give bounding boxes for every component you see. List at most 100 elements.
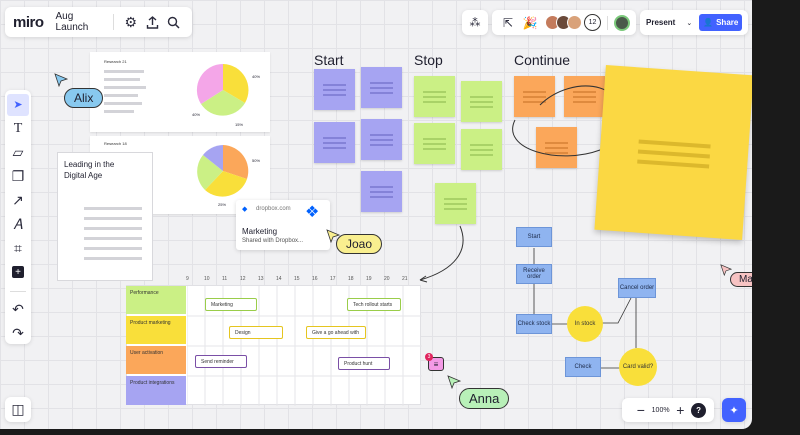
zoom-panel: − 100% + ? (622, 398, 714, 422)
comment-count-badge: 3 (425, 353, 433, 361)
research-card-title: Research 18 (104, 141, 127, 146)
timeline-grid (187, 286, 422, 406)
connector-tool-icon[interactable]: ↗ (12, 192, 24, 209)
text-line (104, 94, 138, 97)
research-card-title: Research 21 (104, 59, 127, 64)
research-card[interactable]: Research 21 40% 40% 15% (90, 52, 270, 132)
pie-label: 40% (192, 112, 201, 117)
sidebar-toggle[interactable]: ◫ (5, 397, 31, 422)
start-heading: Start (314, 52, 344, 68)
timeline-task[interactable]: Send reminder (195, 355, 247, 368)
present-button[interactable]: Present (646, 18, 676, 27)
sticky-note[interactable] (314, 122, 355, 163)
flowchart-in-stock[interactable]: In stock (567, 306, 603, 342)
shapes-tool-icon[interactable]: ❐ (11, 168, 25, 185)
text-line (84, 237, 142, 240)
undo-icon[interactable]: ↶ (12, 300, 24, 317)
column-header: 20 (384, 276, 390, 282)
sticky-note[interactable] (461, 81, 502, 122)
user-avatar[interactable] (614, 14, 630, 31)
divider (607, 15, 608, 30)
sticky-note[interactable] (414, 76, 455, 117)
search-icon[interactable] (163, 11, 184, 33)
timeline-task[interactable]: Give a go ahead with (306, 326, 366, 339)
timeline-task[interactable]: Design (229, 326, 283, 339)
share-button[interactable]: 👤 Share (699, 14, 743, 31)
column-header: 17 (330, 276, 336, 282)
timeline-task[interactable]: Marketing (205, 298, 257, 311)
gear-icon[interactable]: ⚙ (124, 13, 138, 30)
flowchart-check[interactable]: Check (565, 357, 601, 377)
column-header: 19 (366, 276, 372, 282)
dropbox-card[interactable]: dropbox.com ◆ ❖ Marketing Shared with Dr… (236, 200, 330, 250)
sticky-note-tool-icon[interactable]: ▱ (12, 144, 24, 161)
sticky-note[interactable] (414, 123, 455, 164)
sticky-note[interactable] (536, 127, 577, 168)
pen-tool-icon[interactable]: 𝐴 (13, 215, 23, 232)
comment-icon: ≡ (433, 359, 439, 369)
text-line (104, 86, 146, 89)
flowchart-receive-order[interactable]: Receive order (516, 264, 552, 284)
avatar[interactable] (567, 15, 582, 30)
ai-assistant-button[interactable]: ✦ (722, 398, 746, 422)
zoom-out-button[interactable]: − (636, 402, 645, 418)
pie-label: 50% (252, 158, 261, 163)
flowchart-card-valid[interactable]: Card valid? (619, 348, 657, 386)
sticky-note[interactable] (361, 119, 402, 160)
text-tool-icon[interactable]: T (13, 120, 23, 136)
timeline-task[interactable]: Product hunt (338, 357, 390, 370)
column-header: 11 (222, 276, 228, 282)
sticky-note[interactable] (435, 183, 476, 224)
timeline-row-product-marketing[interactable]: Product marketing (126, 316, 186, 344)
pie-label: 25% (218, 202, 227, 207)
zoom-level[interactable]: 100% (651, 406, 670, 414)
sticky-note[interactable] (461, 129, 502, 170)
sticky-note[interactable] (361, 67, 402, 108)
comment-bubble[interactable]: ≡ (428, 357, 444, 371)
sticky-note[interactable] (314, 69, 355, 110)
redo-icon[interactable]: ↷ (12, 324, 24, 341)
shapes-icon[interactable]: ⁂ (469, 17, 481, 29)
collaborator-count[interactable]: 12 (584, 14, 601, 31)
timeline-task[interactable]: Tech rollout starts (347, 298, 401, 311)
miro-logo[interactable]: miro (13, 13, 44, 31)
sparkle-icon: ✦ (729, 404, 739, 417)
frame-tool-icon[interactable]: ⌗ (14, 239, 22, 256)
large-sticky-note[interactable] (594, 65, 752, 240)
document-card[interactable]: Leading in the Digital Age (57, 152, 153, 281)
chevron-down-icon[interactable]: ⌄ (686, 19, 693, 27)
cursor-label-joao: Joao (336, 234, 383, 254)
zoom-in-button[interactable]: + (676, 402, 685, 418)
board-name[interactable]: Aug Launch (55, 11, 89, 33)
cursor-label-alix: Alix (64, 88, 104, 108)
more-tools-icon[interactable]: + (7, 261, 29, 283)
help-button[interactable]: ? (691, 402, 706, 418)
sticky-line (638, 139, 711, 149)
celebrate-icon[interactable]: 🎉 (522, 15, 538, 30)
sticky-note[interactable] (514, 76, 555, 117)
timeline-row-performance[interactable]: Performance (126, 286, 186, 314)
board-header-panel: miro Aug Launch ⚙ (5, 7, 192, 37)
cursor-pointer-icon (720, 264, 732, 276)
stop-heading: Stop (414, 52, 443, 68)
continue-heading: Continue (514, 52, 571, 68)
flowchart-start[interactable]: Start (516, 227, 552, 247)
collaboration-panel: ⇱ 🎉 12 (492, 10, 636, 35)
column-header: 13 (258, 276, 264, 282)
upload-icon[interactable] (141, 11, 162, 33)
flowchart-check-stock[interactable]: Check stock (516, 314, 552, 334)
board-canvas[interactable]: miro Aug Launch ⚙ ⁂ ⇱ 🎉 12 Present ⌄ 👤 S… (0, 0, 752, 429)
share-label: Share (716, 18, 739, 27)
divider (10, 291, 26, 293)
sticky-note[interactable] (361, 171, 402, 212)
select-tool-icon[interactable]: ➤ (7, 94, 29, 116)
flowchart-cancel-order[interactable]: Cancel order (618, 278, 656, 298)
sticky-note[interactable] (564, 76, 605, 117)
timeline-row-product-integrations[interactable]: Product integrations (126, 376, 186, 405)
cursor-select-icon[interactable]: ⇱ (502, 15, 514, 30)
timeline-row-user-activation[interactable]: User activation (126, 346, 186, 374)
reactions-panel: ⁂ (462, 10, 488, 35)
cursor-pointer-icon (447, 375, 461, 389)
cursor-pointer-icon (54, 73, 68, 87)
present-share-panel: Present ⌄ 👤 Share (640, 10, 748, 35)
